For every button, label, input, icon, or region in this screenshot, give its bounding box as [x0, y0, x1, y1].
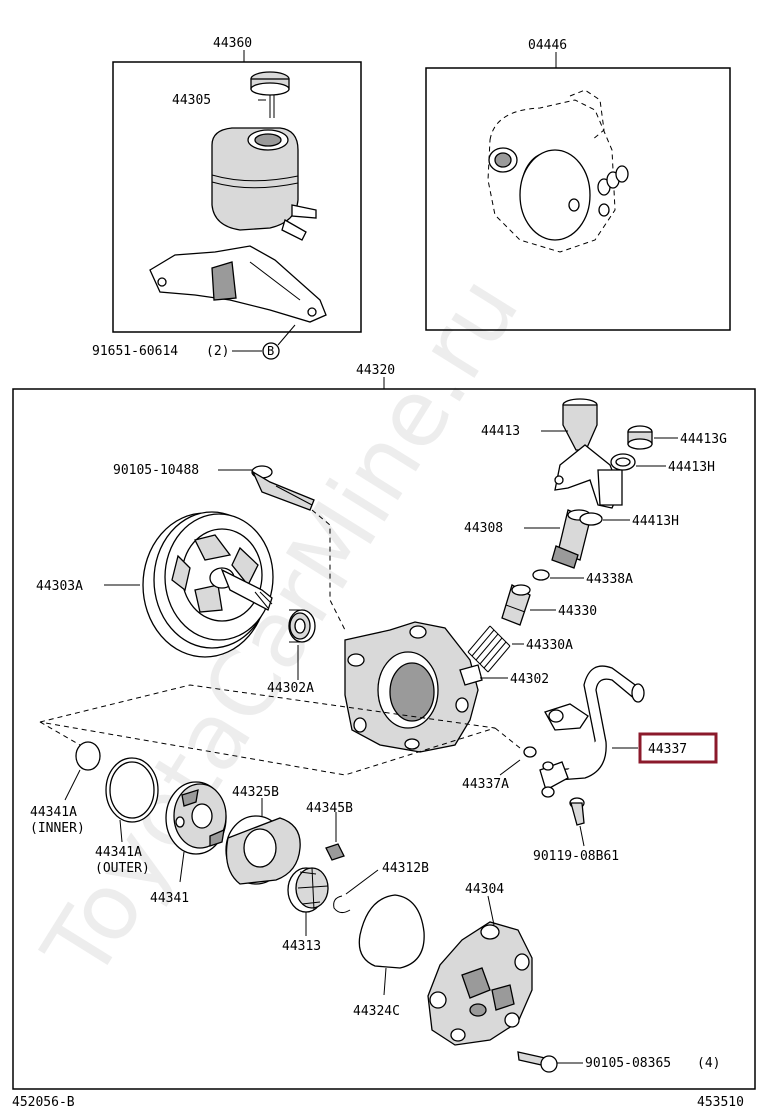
label-44338a[interactable]: 44338A — [586, 572, 633, 587]
label-44313[interactable]: 44313 — [282, 939, 321, 954]
part-44313-rotor[interactable] — [287, 867, 329, 913]
label-44308[interactable]: 44308 — [464, 521, 503, 536]
label-44312b[interactable]: 44312B — [382, 861, 429, 876]
ref-b-circle — [262, 342, 280, 360]
part-44341a-inner[interactable] — [75, 741, 101, 771]
label-44345b[interactable]: 44345B — [306, 801, 353, 816]
part-44337-pipe[interactable] — [539, 665, 645, 798]
highlight-44337 — [638, 732, 718, 764]
label-44413g[interactable]: 44413G — [680, 432, 727, 447]
label-44320[interactable]: 44320 — [356, 363, 395, 378]
kit-04446-box — [425, 67, 731, 331]
part-44413h-oring-lower[interactable] — [579, 512, 603, 526]
label-44330[interactable]: 44330 — [558, 604, 597, 619]
part-44302a-bearing[interactable] — [288, 609, 316, 643]
label-44330a[interactable]: 44330A — [526, 638, 573, 653]
watermark: ToyotaCarMine.ru — [22, 258, 539, 997]
ref-b-label: B — [267, 344, 274, 358]
gasket-kit-illustration[interactable] — [487, 89, 629, 253]
label-44302[interactable]: 44302 — [510, 672, 549, 687]
label-44302a[interactable]: 44302A — [267, 681, 314, 696]
part-44345b-pin[interactable] — [325, 843, 345, 861]
label-90105-08365[interactable]: 90105-08365 — [585, 1056, 671, 1071]
part-44312b-snap-ring[interactable] — [333, 895, 351, 914]
part-44324c-gasket[interactable] — [358, 894, 425, 969]
label-outer: (OUTER) — [95, 861, 150, 876]
part-90105-08365-bolt[interactable] — [517, 1051, 558, 1073]
qty-91651: (2) — [206, 344, 229, 359]
part-44303a-pulley[interactable] — [142, 511, 274, 658]
footer-right-code: 453510 — [697, 1095, 744, 1110]
part-44330-valve[interactable] — [501, 584, 531, 626]
label-44324c[interactable]: 44324C — [353, 1004, 400, 1019]
exploded-frame — [39, 684, 496, 776]
label-91651[interactable]: 91651-60614 — [92, 344, 178, 359]
label-44413[interactable]: 44413 — [481, 424, 520, 439]
label-inner: (INNER) — [30, 821, 85, 836]
label-90105-10488[interactable]: 90105-10488 — [113, 463, 199, 478]
label-44360[interactable]: 44360 — [213, 36, 252, 51]
part-44413-union[interactable] — [554, 398, 623, 509]
reservoir-bracket[interactable] — [149, 245, 327, 323]
kit-04446-group: 04446 — [425, 38, 731, 331]
part-44337a-oring[interactable] — [523, 746, 537, 758]
reservoir-tank[interactable] — [211, 127, 317, 241]
label-90119-08b61[interactable]: 90119-08B61 — [533, 849, 619, 864]
qty-90105-08365: (4) — [697, 1056, 720, 1071]
label-44337[interactable]: 44337 — [648, 742, 687, 757]
part-44325b-cam-ring[interactable] — [225, 815, 301, 885]
label-44305[interactable]: 44305 — [172, 93, 211, 108]
label-44337a[interactable]: 44337A — [462, 777, 509, 792]
label-44325b[interactable]: 44325B — [232, 785, 279, 800]
kit-44360-box — [112, 61, 362, 333]
label-44303a[interactable]: 44303A — [36, 579, 83, 594]
part-90105-10488-bolt[interactable] — [251, 465, 315, 511]
label-44341a-inner[interactable]: 44341A — [30, 805, 77, 820]
part-44341-side-plate[interactable] — [165, 781, 227, 855]
assembly-44320-group: 44320 44413 44413G 44413H — [12, 363, 756, 1090]
part-44304-rear-housing[interactable] — [427, 921, 533, 1046]
kit-44360-group: 44360 44305 — [92, 36, 362, 360]
label-44341a-outer[interactable]: 44341A — [95, 845, 142, 860]
reservoir-cap[interactable] — [250, 71, 290, 118]
label-44341[interactable]: 44341 — [150, 891, 189, 906]
label-44413h-upper[interactable]: 44413H — [668, 460, 715, 475]
part-44413g-plug[interactable] — [627, 425, 653, 450]
label-44304[interactable]: 44304 — [465, 882, 504, 897]
part-44330a-spring[interactable] — [467, 625, 511, 673]
part-90119-08b61-bolt[interactable] — [569, 797, 585, 826]
part-44338a-oring[interactable] — [532, 569, 550, 581]
part-44302-housing[interactable] — [344, 621, 483, 753]
label-04446[interactable]: 04446 — [528, 38, 567, 53]
label-44413h-lower[interactable]: 44413H — [632, 514, 679, 529]
footer-left-code: 452056-B — [12, 1095, 75, 1110]
